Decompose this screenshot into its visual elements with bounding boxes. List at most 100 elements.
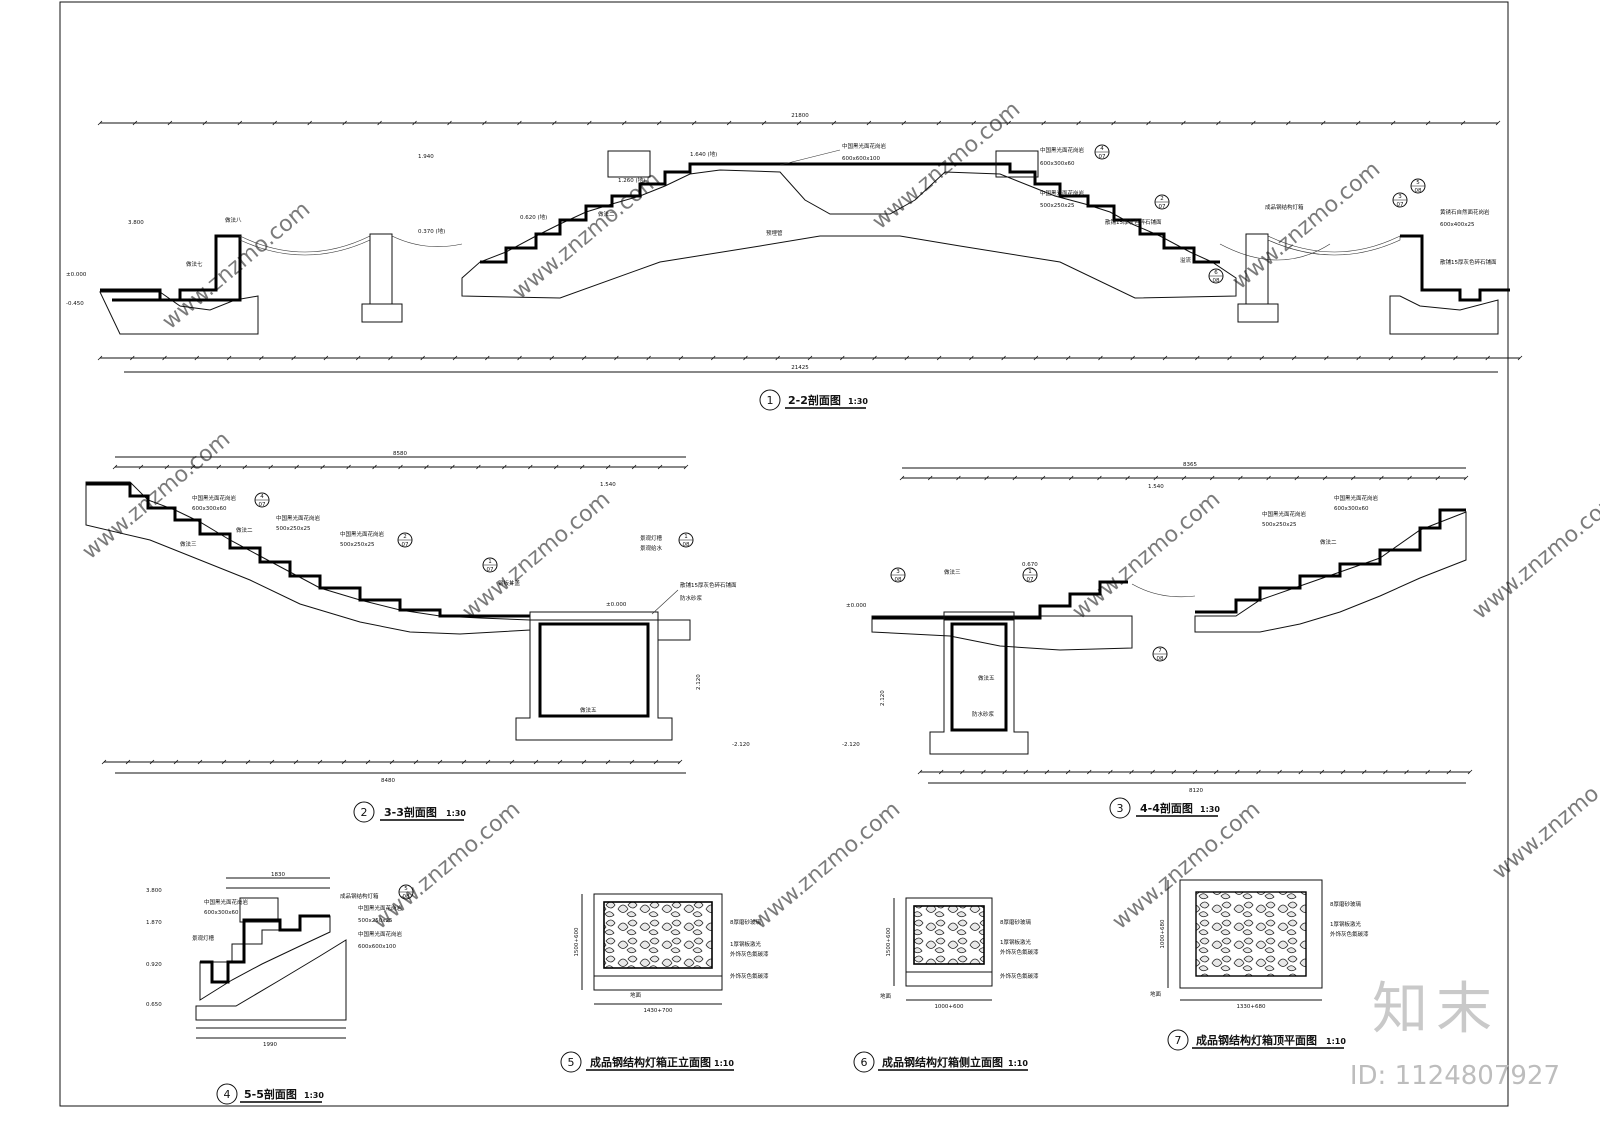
s3-title-number: 3 [1117,802,1124,815]
dim-tick [1111,120,1116,126]
dim-tick [1259,355,1265,361]
dim-tick [268,464,274,470]
svg-text:4: 4 [1100,146,1104,152]
dim-tick [413,759,419,765]
dim-tick [1251,120,1256,126]
dim-tick [1194,355,1200,361]
dim-tick [132,120,138,126]
s1-title-bubble [759,389,781,411]
s1-top-total: 21800 [791,113,809,119]
lb6-base [905,971,993,987]
dim-tick [1324,355,1329,361]
dim-tick [743,355,748,361]
svg-text:07: 07 [1159,204,1166,210]
lb6-panel [913,905,985,965]
dim-tick [1235,769,1240,775]
dim-tick [1467,769,1473,775]
dim-tick [1150,769,1155,775]
lb5-note-3: 外饰灰色氟碳漆 [730,950,769,958]
lb5-title-bubble [560,1051,582,1073]
svg-text:08: 08 [403,894,410,900]
s1-level-4: 0.620 (地) [520,213,547,221]
s3-ref-3-08: 308 [890,567,906,583]
svg-text:1: 1 [684,534,688,540]
s1-central-mound [461,169,1237,299]
dim-tick [424,464,429,470]
svg-text:3: 3 [1398,194,1402,200]
s3-bottom-ticks [917,769,1473,775]
s4-title-bubble [216,1083,238,1105]
dim-tick [452,355,458,361]
dim-tick [412,120,417,126]
s4-title-scale: 1:30 [304,1091,324,1100]
dim-tick [629,759,635,765]
s2-note-10: 景观给水 [640,544,663,552]
dim-tick [1463,475,1469,481]
image-id-watermark: ID: 1124807927 [1349,1061,1560,1091]
dim-tick [101,759,107,765]
dim-tick [839,355,845,361]
dim-tick [317,759,323,765]
dim-tick [307,120,312,126]
lb6-height-label: 1500+600 [886,927,892,957]
s3-ref-7-08: 708 [1152,646,1168,662]
dim-tick [342,120,347,126]
dim-tick [1227,355,1232,361]
dim-tick [683,464,689,470]
lb5-note-2: 1厚钢板激光 [730,940,761,948]
dim-tick [320,464,325,470]
lightbox-front-elevation: 1430+700 1500+600 8厚磨砂玻璃 1厚钢板激光 外饰灰色氟碳漆 … [560,893,769,1073]
dim-tick [1108,769,1113,775]
dim-tick [1023,769,1029,775]
s1-title-scale: 1:30 [848,397,868,406]
dim-tick [293,759,299,765]
dim-tick [1086,769,1092,775]
s1-bottom-ticks [97,355,1523,361]
dim-tick [164,464,170,470]
dim-tick [1098,355,1103,361]
dim-tick [272,120,278,126]
s1-column-1 [369,233,393,305]
s2-note-9: 景观灯槽 [640,534,663,542]
s3-right-steps [1195,508,1466,614]
dim-tick [398,464,403,470]
dim-tick [1266,475,1271,481]
dim-tick [167,120,173,126]
s2-note-5: 中国黑光面花岗岩 [340,530,385,538]
svg-text:1: 1 [488,559,492,565]
s1-note-12: 预埋管 [766,229,783,237]
svg-text:08: 08 [895,577,902,583]
dim-tick [1286,120,1291,126]
s3-title-block: 3 4-4剖面图 1:30 [1109,797,1220,819]
svg-text:5: 5 [404,886,408,892]
s2-note-8: 做法二 [236,526,253,534]
dim-tick [956,475,961,481]
brand-watermark: 知末 [1372,977,1500,1042]
lb6-title-text: 成品钢结构灯箱侧立面图 [882,1055,1003,1069]
s2-right-edge [658,619,691,641]
lb5-base [593,975,723,991]
s2-note-4: 500x250x25 [276,526,311,532]
s1-note-13: 做法二 [598,210,615,218]
s3-cover-plate [943,611,1015,621]
dim-tick [372,464,377,470]
s3-top-total: 8365 [1183,462,1197,468]
dim-tick [1181,120,1186,126]
site-watermark: www.znzmo.com [508,167,665,305]
s3-note-6: 做法三 [944,568,961,576]
lb7-title-number: 7 [1175,1034,1182,1047]
dim-tick [269,759,275,765]
s2-cover-plate [529,611,659,621]
dim-tick [549,355,555,361]
lb6-note-3: 外饰灰色氟碳漆 [1000,948,1039,956]
lb7-title-block: 7 成品钢结构灯箱顶平面图 1:10 [1167,1029,1346,1051]
s4-steps [200,914,330,984]
dim-tick [872,355,877,361]
dim-tick [1002,769,1007,775]
s4-note-4: 中国黑光面花岗岩 [358,904,403,912]
dim-tick [1012,475,1018,481]
dim-tick [927,475,933,481]
lb7-panel [1195,891,1307,977]
dim-tick [1162,355,1168,361]
dim-tick [197,759,203,765]
